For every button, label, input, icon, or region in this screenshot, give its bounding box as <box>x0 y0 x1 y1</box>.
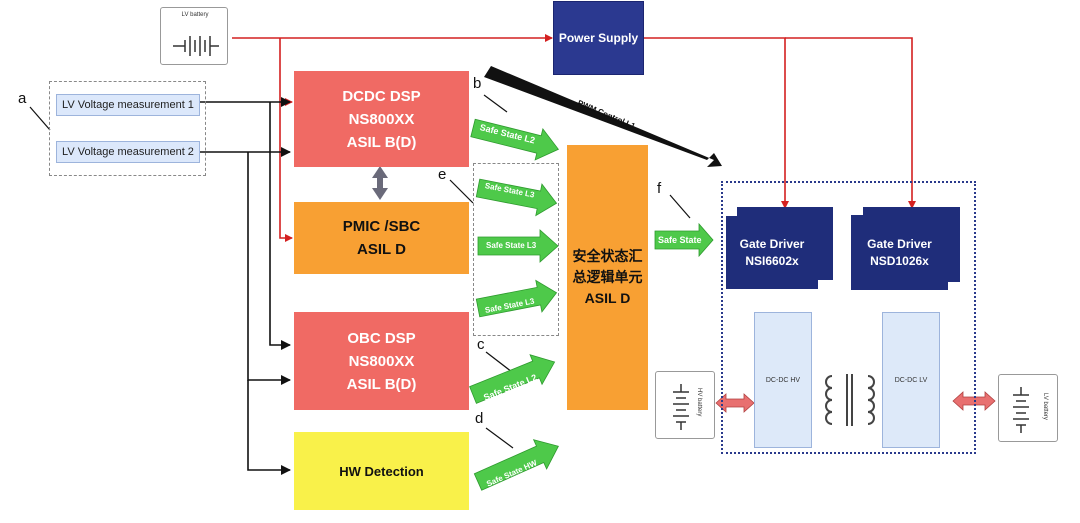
dcdc-dsp-box: DCDC DSP NS800XX ASIL B(D) <box>294 71 469 167</box>
safe-state-l3-arrow-2 <box>477 229 559 263</box>
safe-state-l2-top-arrow <box>470 118 560 161</box>
measurement-wires <box>200 97 291 475</box>
safety-line1: 安全状态汇 <box>572 248 643 264</box>
measurement-group <box>49 81 206 176</box>
obc-line3: ASIL B(D) <box>346 375 417 393</box>
power-stage-frame <box>721 181 976 454</box>
obc-dsp-box: OBC DSP NS800XX ASIL B(D) <box>294 312 469 410</box>
label-c: c <box>477 336 485 353</box>
label-e: e <box>438 166 447 183</box>
power-supply-label: Power Supply <box>558 31 639 45</box>
label-d: d <box>475 410 484 427</box>
dc-dc-lv: DC-DC LV <box>882 312 940 448</box>
gate-driver-2-line1: Gate Driver <box>867 236 932 251</box>
gate-driver-1-line1: Gate Driver <box>739 236 805 251</box>
obc-line1: OBC DSP <box>347 329 416 347</box>
transformer-icon <box>825 374 875 426</box>
gate-driver-2-line2: NSD1026x <box>870 253 929 268</box>
hw-detection-label: HW Detection <box>339 463 424 479</box>
dcdc-pmic-link <box>372 166 388 200</box>
lv-battery-right: LV battery <box>998 374 1058 442</box>
label-f: f <box>657 180 662 197</box>
hv-battery: HV battery <box>655 371 715 439</box>
pmic-line2: ASIL D <box>357 241 406 258</box>
safety-line3: ASIL D <box>584 290 631 306</box>
safe-state-l3-group <box>473 163 559 336</box>
gate-driver-1-line2: NSI6602x <box>745 253 799 268</box>
lv-voltage-measurement-1: LV Voltage measurement 1 <box>56 94 200 116</box>
safe-state-f-label: Safe State <box>658 235 702 245</box>
lv-battery-right-label: LV battery <box>1042 393 1048 420</box>
dcdc-line2: NS800XX <box>348 110 415 128</box>
hw-detection-box: HW Detection <box>294 432 469 510</box>
battery-icon <box>1013 387 1029 433</box>
pwm-control-arrow <box>484 66 722 167</box>
safe-state-l3-arrow-1 <box>475 178 558 217</box>
safety-line2: 总逻辑单元 <box>572 269 643 285</box>
power-supply-box: Power Supply <box>553 1 644 75</box>
label-b: b <box>473 75 482 92</box>
dc-dc-hv: DC-DC HV <box>754 312 812 448</box>
lv-battery-top-label: LV battery <box>181 12 209 18</box>
safe-state-l2-bottom-arrow <box>469 354 556 404</box>
safe-state-hw-arrow <box>473 439 559 491</box>
obc-line2: NS800XX <box>348 352 415 370</box>
lv-voltage-measurement-2: LV Voltage measurement 2 <box>56 141 200 163</box>
label-a: a <box>18 90 27 107</box>
safe-state-l3-arrow-3 <box>475 279 558 318</box>
dcdc-line3: ASIL B(D) <box>346 133 417 151</box>
safe-state-l3-label-2: Safe State L3 <box>486 241 537 250</box>
safe-state-f-arrow <box>654 222 714 258</box>
leader-lines <box>29 94 691 449</box>
lv-battery-top: LV battery <box>160 7 228 65</box>
pmic-line1: PMIC /SBC <box>342 218 421 235</box>
pmic-sbc-box: PMIC /SBC ASIL D <box>294 202 469 274</box>
gate-driver-2: Gate Driver NSD1026x <box>851 215 948 290</box>
battery-icon <box>173 36 219 56</box>
safety-state-logic-unit: 安全状态汇 总逻辑单元 ASIL D <box>567 145 648 410</box>
gate-driver-1: Gate Driver NSI6602x <box>726 216 818 289</box>
battery-icon <box>673 384 689 430</box>
dcdc-line1: DCDC DSP <box>342 87 421 105</box>
hv-battery-label: HV battery <box>696 388 702 417</box>
power-wires <box>232 34 916 242</box>
